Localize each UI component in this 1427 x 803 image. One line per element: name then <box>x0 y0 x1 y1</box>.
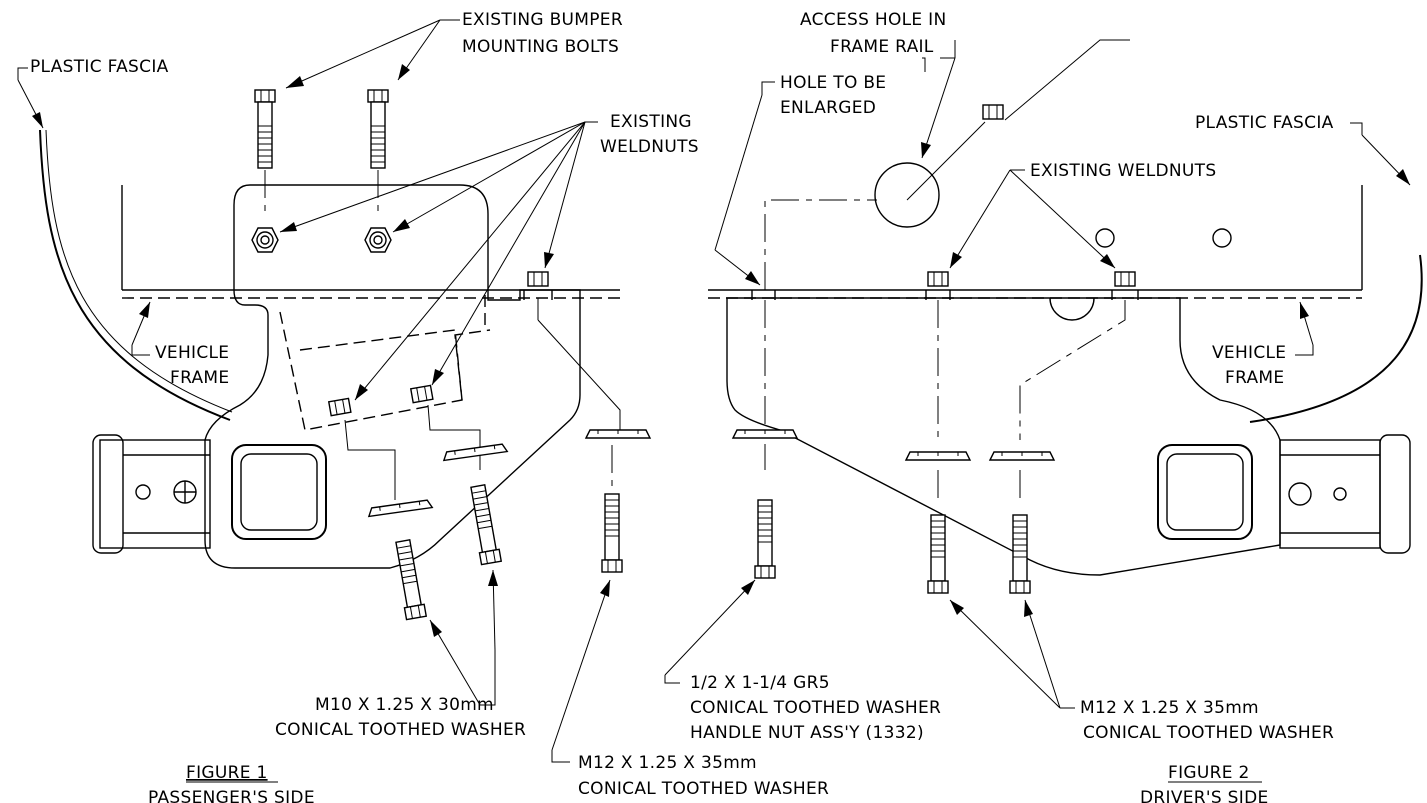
figure-1-drawing <box>17 19 651 763</box>
f2-access-hole-line1: ACCESS HOLE IN <box>800 10 947 30</box>
figure-2-subtitle: DRIVER'S SIDE <box>1140 788 1269 803</box>
f2-weldnuts: EXISTING WELDNUTS <box>1030 161 1216 181</box>
f1-weldnuts-line2: WELDNUTS <box>600 137 699 157</box>
f2-plastic-fascia: PLASTIC FASCIA <box>1195 113 1334 133</box>
f1-bumper-bolts-line2: MOUNTING BOLTS <box>462 37 619 57</box>
f2-m12-line1: M12 X 1.25 X 35mm <box>1080 698 1259 718</box>
hitch-bracket-1 <box>204 184 581 569</box>
f2-m12-line2: CONICAL TOOTHED WASHER <box>1083 723 1334 743</box>
f2-gr5-line3: HANDLE NUT ASS'Y (1332) <box>690 723 924 743</box>
f1-plastic-fascia: PLASTIC FASCIA <box>30 57 169 77</box>
f2-gr5-line1: 1/2 X 1-1/4 GR5 <box>690 673 830 693</box>
f1-m10-line2: CONICAL TOOTHED WASHER <box>275 720 526 740</box>
plastic-fascia-shape <box>39 129 231 421</box>
figure-1-subtitle: PASSENGER'S SIDE <box>148 788 315 803</box>
f2-hole-enlarged-line1: HOLE TO BE <box>780 73 886 93</box>
f1-vehicle-frame-line2: FRAME <box>170 368 229 388</box>
f1-m10-line1: M10 X 1.25 X 30mm <box>315 695 494 715</box>
f1-bumper-bolts-line1: EXISTING BUMPER <box>462 10 623 30</box>
f1-m12-line1: M12 X 1.25 X 35mm <box>578 753 757 773</box>
figure-2-drawing <box>664 39 1423 709</box>
plastic-fascia-shape-2 <box>1249 254 1423 423</box>
f2-vehicle-frame-line1: VEHICLE <box>1212 343 1286 363</box>
f2-vehicle-frame-line2: FRAME <box>1225 368 1284 388</box>
f1-weldnuts-line1: EXISTING <box>610 112 692 132</box>
f2-access-hole-line2: FRAME RAIL <box>830 37 934 57</box>
f2-hole-enlarged-line2: ENLARGED <box>780 98 876 118</box>
hitch-bracket-2 <box>726 297 1281 576</box>
f2-gr5-line2: CONICAL TOOTHED WASHER <box>690 698 941 718</box>
figure-1-title: FIGURE 1 <box>186 763 268 783</box>
f1-vehicle-frame-line1: VEHICLE <box>155 343 229 363</box>
f1-m12-line2: CONICAL TOOTHED WASHER <box>578 779 829 799</box>
figure-2-title: FIGURE 2 <box>1168 763 1250 783</box>
